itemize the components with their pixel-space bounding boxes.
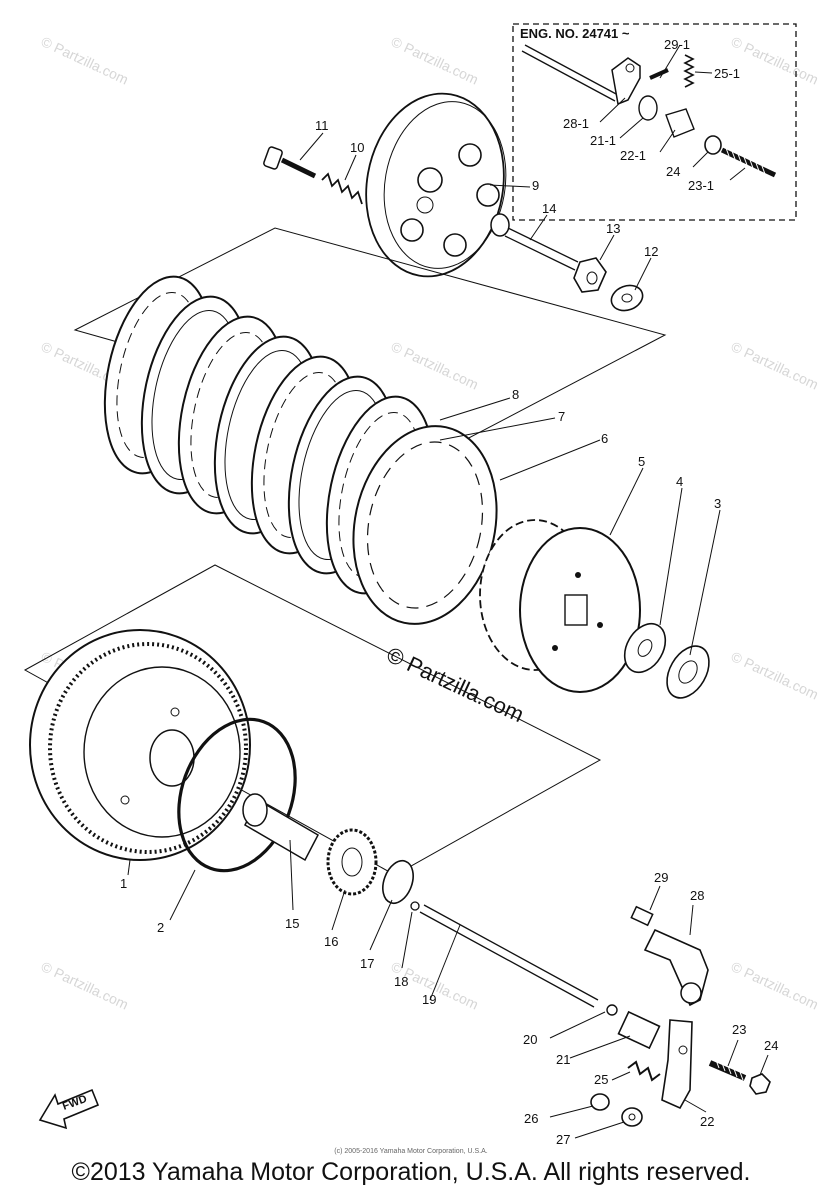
forward-arrow: FWD — [38, 1088, 100, 1130]
callout-17: 17 — [360, 956, 374, 971]
callout-26: 26 — [524, 1111, 538, 1126]
copyright-footer: ©2013 Yamaha Motor Corporation, U.S.A. A… — [71, 1158, 751, 1186]
callout-13: 13 — [606, 221, 620, 236]
clutch-boss — [479, 519, 641, 693]
callout-4: 4 — [676, 474, 683, 489]
watermark: © Partzilla.com — [729, 338, 821, 392]
callout-23: 23 — [732, 1022, 746, 1037]
callout-16: 16 — [324, 934, 338, 949]
callout-9: 9 — [532, 178, 539, 193]
callout-24-upper: 24 — [666, 164, 680, 179]
friction-plate-stack — [103, 275, 498, 625]
pressure-plate — [365, 92, 507, 278]
callout-14: 14 — [542, 201, 556, 216]
callout-28-1: 28-1 — [563, 116, 589, 131]
eng-variant-box: ENG. NO. 24741 ~ — [512, 23, 797, 221]
o-ring — [177, 717, 297, 873]
washers — [623, 622, 710, 699]
callout-29-1: 29-1 — [664, 37, 690, 52]
callout-19: 19 — [422, 992, 436, 1007]
callout-29: 29 — [654, 870, 668, 885]
callout-5: 5 — [638, 454, 645, 469]
callout-22: 22 — [700, 1114, 714, 1129]
bolt-and-spring — [263, 146, 363, 205]
release-lever — [630, 905, 709, 1007]
callout-24: 24 — [764, 1038, 778, 1053]
watermark: © Partzilla.com — [389, 33, 481, 87]
callout-7: 7 — [558, 409, 565, 424]
callout-23-1: 23-1 — [688, 178, 714, 193]
adjuster-assembly — [590, 1019, 771, 1127]
callout-27: 27 — [556, 1132, 570, 1147]
callout-18: 18 — [394, 974, 408, 989]
callout-6: 6 — [601, 431, 608, 446]
callout-25-1: 25-1 — [714, 66, 740, 81]
callout-1: 1 — [120, 876, 127, 891]
watermark: © Partzilla.com — [39, 33, 131, 87]
callout-28: 28 — [690, 888, 704, 903]
callout-21-1: 21-1 — [590, 133, 616, 148]
leader-lines — [127, 44, 769, 1139]
tiny-credit: (c) 2005-2016 Yamaha Motor Corporation, … — [334, 1148, 488, 1155]
callout-2: 2 — [157, 920, 164, 935]
callout-20: 20 — [523, 1032, 537, 1047]
callout-10: 10 — [350, 140, 364, 155]
callout-21: 21 — [556, 1052, 570, 1067]
callout-3: 3 — [714, 496, 721, 511]
watermark: © Partzilla.com — [729, 958, 821, 1012]
part-labels: 1 2 3 4 5 6 7 8 9 10 11 12 13 14 15 16 1… — [120, 37, 778, 1147]
watermark: © Partzilla.com — [39, 958, 131, 1012]
callout-15: 15 — [285, 916, 299, 931]
callout-25: 25 — [594, 1072, 608, 1087]
watermark: © Partzilla.com — [729, 33, 821, 87]
watermark: © Partzilla.com — [729, 648, 821, 702]
eng-number-label: ENG. NO. 24741 ~ — [520, 26, 630, 41]
watermark: © Partzilla.com — [389, 338, 481, 392]
push-rod-assembly — [490, 213, 644, 312]
push-rod-lower — [419, 904, 661, 1050]
callout-12: 12 — [644, 244, 658, 259]
primary-drive-parts — [242, 793, 420, 911]
callout-8: 8 — [512, 387, 519, 402]
callout-11: 11 — [315, 118, 329, 133]
clutch-housing — [29, 629, 251, 861]
callout-22-1: 22-1 — [620, 148, 646, 163]
